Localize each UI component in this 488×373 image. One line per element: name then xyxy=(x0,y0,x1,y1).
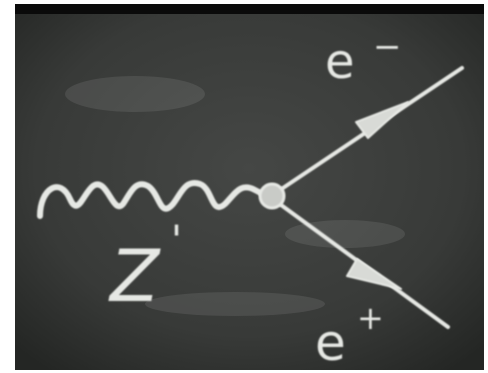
electron-arrow-icon xyxy=(355,101,409,139)
boson-label: Z xyxy=(108,234,161,318)
chalk-smudges xyxy=(65,76,405,316)
electron-charge-label: − xyxy=(373,27,402,67)
positron-charge-label: + xyxy=(357,299,384,337)
electron-label: e xyxy=(325,34,355,90)
vertex xyxy=(258,182,286,210)
z-boson-wavy-line xyxy=(37,180,270,219)
positron-label: e xyxy=(315,314,346,370)
boson-prime-label: ' xyxy=(171,218,182,264)
feynman-diagram: e − Z ' e + xyxy=(15,4,484,370)
chalkboard: e − Z ' e + xyxy=(15,4,484,370)
board-top-shadow xyxy=(15,4,484,14)
arrow-heads xyxy=(346,101,409,290)
positron-arrow-icon xyxy=(346,258,402,290)
